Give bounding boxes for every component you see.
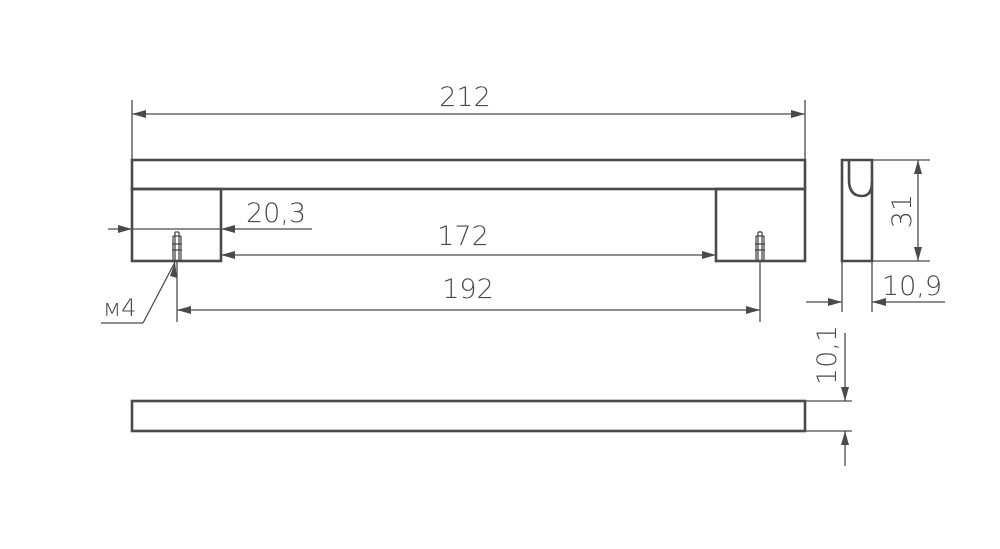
side-profile-groove — [847, 160, 874, 198]
hole-offset-label: 20,3 — [246, 198, 306, 229]
dimension-hole-offset: 20,3 — [108, 198, 312, 233]
front-view — [130, 158, 807, 263]
dimension-center-distance: 192 — [176, 261, 761, 322]
inner-length-label: 172 — [437, 221, 489, 252]
overall-length-label: 212 — [439, 82, 491, 113]
thread-callout: м4 — [101, 261, 177, 324]
bottom-view — [130, 399, 807, 433]
handle-bar-outline — [130, 158, 807, 191]
dimension-height: 31 — [872, 159, 930, 262]
thickness-label: 10,1 — [812, 325, 843, 385]
left-thread-hole — [172, 231, 182, 261]
height-label: 31 — [887, 194, 918, 228]
dimension-thickness: 10,1 — [805, 325, 852, 466]
width-label: 10,9 — [882, 271, 942, 302]
side-view — [840, 158, 874, 263]
dimension-inner-length: 172 — [221, 221, 716, 259]
dimension-width: 10,9 — [806, 261, 945, 312]
bottom-bar-outline — [130, 399, 807, 433]
thread-label: м4 — [103, 294, 136, 322]
right-thread-hole — [755, 231, 765, 261]
side-profile-outline — [840, 158, 874, 263]
center-distance-label: 192 — [442, 274, 494, 305]
dimension-overall-length: 212 — [131, 82, 806, 160]
